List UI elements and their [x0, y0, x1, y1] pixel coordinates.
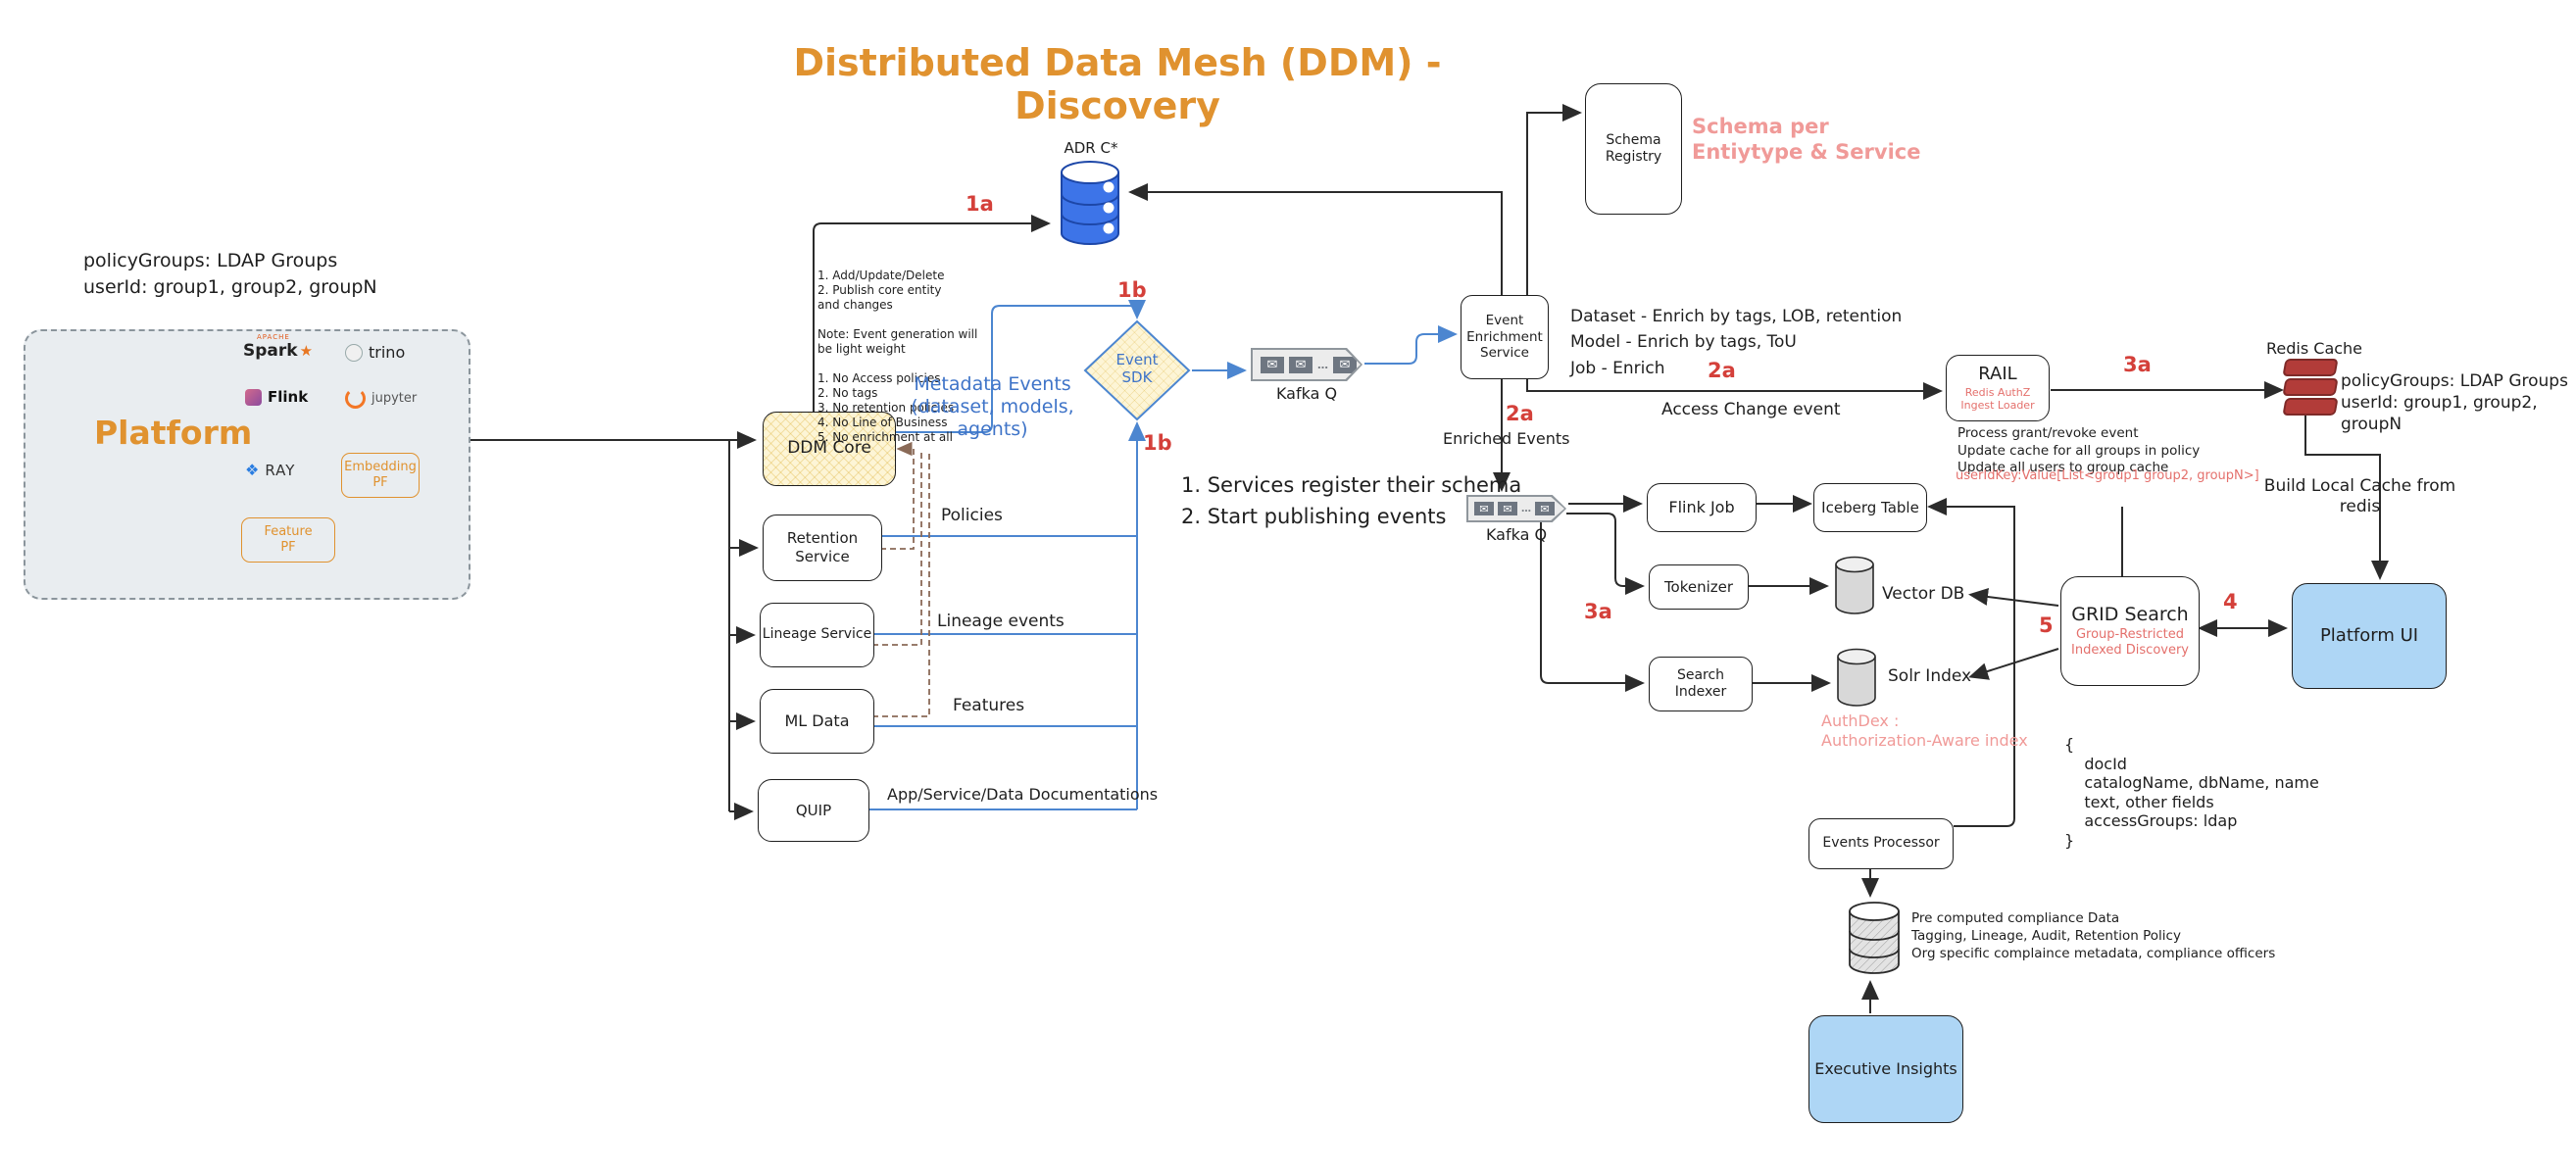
wire-mldata-back [872, 451, 930, 717]
wire-enrichment-to-schema-registry [1526, 104, 1582, 295]
events-processor-box[interactable]: Events Processor [1808, 818, 1954, 869]
ldap-note: policyGroups: LDAP Groups userId: group1… [83, 250, 377, 298]
trino-label: trino [369, 343, 406, 362]
flink-job-box[interactable]: Flink Job [1647, 483, 1757, 532]
executive-insights-box[interactable]: Executive Insights [1808, 1015, 1963, 1123]
rail-key-note: userIdKey:Value[List<group1 group2, grou… [1956, 468, 2259, 483]
grid-search-subtitle: Group-Restricted Indexed Discovery [2071, 626, 2189, 658]
ray-label: RAY [265, 461, 296, 479]
vector-db-icon[interactable] [1831, 555, 1878, 623]
marker-3a-kafka: 3a [1584, 600, 1612, 623]
ray-logo[interactable]: ❖ RAY [245, 461, 295, 479]
message-icon: ✉ [1333, 356, 1357, 373]
ray-node-icon: ❖ [245, 461, 260, 479]
compliance-db-icon[interactable] [1845, 900, 1904, 984]
kafka2-label: Kafka Q [1485, 525, 1548, 544]
wire-grid-to-solr [1968, 648, 2059, 680]
message-icon: ✉ [1474, 502, 1494, 515]
kafka-queue-1[interactable]: ✉ ✉ … ✉ [1251, 348, 1362, 381]
jupyter-logo[interactable]: jupyter [345, 388, 417, 409]
jupyter-label: jupyter [372, 391, 418, 406]
platform-label: Platform [94, 414, 253, 452]
wire-kafka2-to-tokenizer [1566, 513, 1645, 595]
kafka1-label: Kafka Q [1275, 384, 1338, 403]
enriched-events-label: Enriched Events [1443, 429, 1570, 448]
marker-2a-events: 2a [1506, 402, 1534, 425]
redis-cache-label: Redis Cache [2266, 339, 2363, 358]
marker-1b-bottom: 1b [1143, 431, 1172, 455]
marker-1b-top: 1b [1117, 278, 1147, 302]
feature-pf-box[interactable]: Feature PF [241, 517, 335, 563]
flink-logo[interactable]: Flink [245, 388, 308, 406]
schema-registry-box[interactable]: Schema Registry [1585, 83, 1682, 215]
steps-note: 1. Services register their schema 2. Sta… [1181, 473, 1522, 528]
flink-label: Flink [268, 388, 309, 406]
access-change-label: Access Change event [1661, 400, 1841, 419]
schema-per-entity-note: Schema per Entiytype & Service [1692, 115, 1921, 165]
page-title: Distributed Data Mesh (DDM) - Discovery [793, 41, 1442, 127]
redis-note: policyGroups: LDAP Groups userId: group1… [2341, 371, 2568, 435]
message-icon: ✉ [1498, 502, 1517, 515]
doc-schema-note: { docId catalogName, dbName, name text, … [2064, 735, 2319, 850]
marker-4: 4 [2223, 590, 2238, 613]
spark-logo[interactable]: APACHE Spark ★ [243, 333, 313, 361]
queue-dots: … [1317, 358, 1328, 371]
redis-icon[interactable] [2282, 359, 2339, 417]
adr-cassandra-db-icon[interactable] [1054, 157, 1126, 255]
search-indexer-box[interactable]: Search Indexer [1649, 657, 1753, 711]
message-icon: ✉ [1289, 356, 1313, 373]
marker-2a-access: 2a [1708, 359, 1736, 382]
solr-index-icon[interactable] [1833, 647, 1880, 715]
vector-db-label: Vector DB [1882, 584, 1965, 604]
grid-search-box[interactable]: GRID Search Group-Restricted Indexed Dis… [2060, 576, 2200, 686]
iceberg-table-box[interactable]: Iceberg Table [1813, 483, 1927, 532]
spark-label: Spark [243, 341, 298, 361]
message-icon: ✉ [1261, 356, 1284, 373]
wire-grid-to-vectordb [1968, 588, 2059, 607]
authdex-note: AuthDex : Authorization-Aware index [1821, 711, 2028, 750]
marker-1a: 1a [966, 192, 994, 216]
adr-label: ADR C* [1064, 139, 1118, 157]
queue-dots: … [1521, 503, 1531, 514]
rail-box[interactable]: RAIL Redis AuthZ Ingest Loader [1946, 355, 2050, 421]
lineage-events-label: Lineage events [937, 612, 1065, 631]
compliance-note: Pre computed compliance Data Tagging, Li… [1911, 910, 2276, 962]
enrichment-note: Dataset - Enrich by tags, LOB, retention… [1570, 307, 1903, 378]
message-icon: ✉ [1535, 502, 1555, 515]
apache-label: APACHE [257, 333, 290, 341]
tokenizer-box[interactable]: Tokenizer [1649, 564, 1749, 610]
event-sdk-label: Event SDK [1115, 351, 1159, 386]
docs-label: App/Service/Data Documentations [887, 785, 1159, 804]
ml-data-box[interactable]: ML Data [760, 689, 874, 754]
embedding-pf-box[interactable]: Embedding PF [341, 453, 420, 498]
rail-title: RAIL [1978, 364, 2017, 384]
platform-ui-box[interactable]: Platform UI [2292, 583, 2447, 689]
lineage-service-box[interactable]: Lineage Service [760, 603, 874, 667]
build-cache-note: Build Local Cache from redis [2263, 476, 2456, 517]
trino-logo[interactable]: trino [345, 343, 405, 362]
flink-squirrel-icon [245, 388, 262, 406]
features-label: Features [953, 696, 1025, 715]
wire-kafka1-to-enrichment [1364, 325, 1458, 365]
policies-label: Policies [941, 506, 1003, 525]
jupyter-ring-icon [345, 388, 366, 409]
trino-bunny-icon [345, 343, 363, 362]
event-enrichment-service-box[interactable]: Event Enrichment Service [1461, 295, 1549, 379]
rail-note: Process grant/revoke event Update cache … [1957, 425, 2201, 476]
retention-service-box[interactable]: Retention Service [763, 514, 882, 581]
quip-box[interactable]: QUIP [758, 779, 869, 842]
grid-search-title: GRID Search [2071, 603, 2189, 625]
spark-star-icon: ★ [299, 342, 314, 360]
marker-3a-redis: 3a [2123, 353, 2152, 376]
marker-5: 5 [2039, 613, 2054, 637]
wire-enrichment-to-adr [1128, 183, 1503, 295]
rail-subtitle: Redis AuthZ Ingest Loader [1960, 385, 2035, 413]
kafka-queue-2[interactable]: ✉ ✉ … ✉ [1466, 495, 1566, 522]
metadata-events-note: Metadata Events (dataset, models, agents… [911, 373, 1074, 440]
solr-index-label: Solr Index [1888, 666, 1972, 686]
